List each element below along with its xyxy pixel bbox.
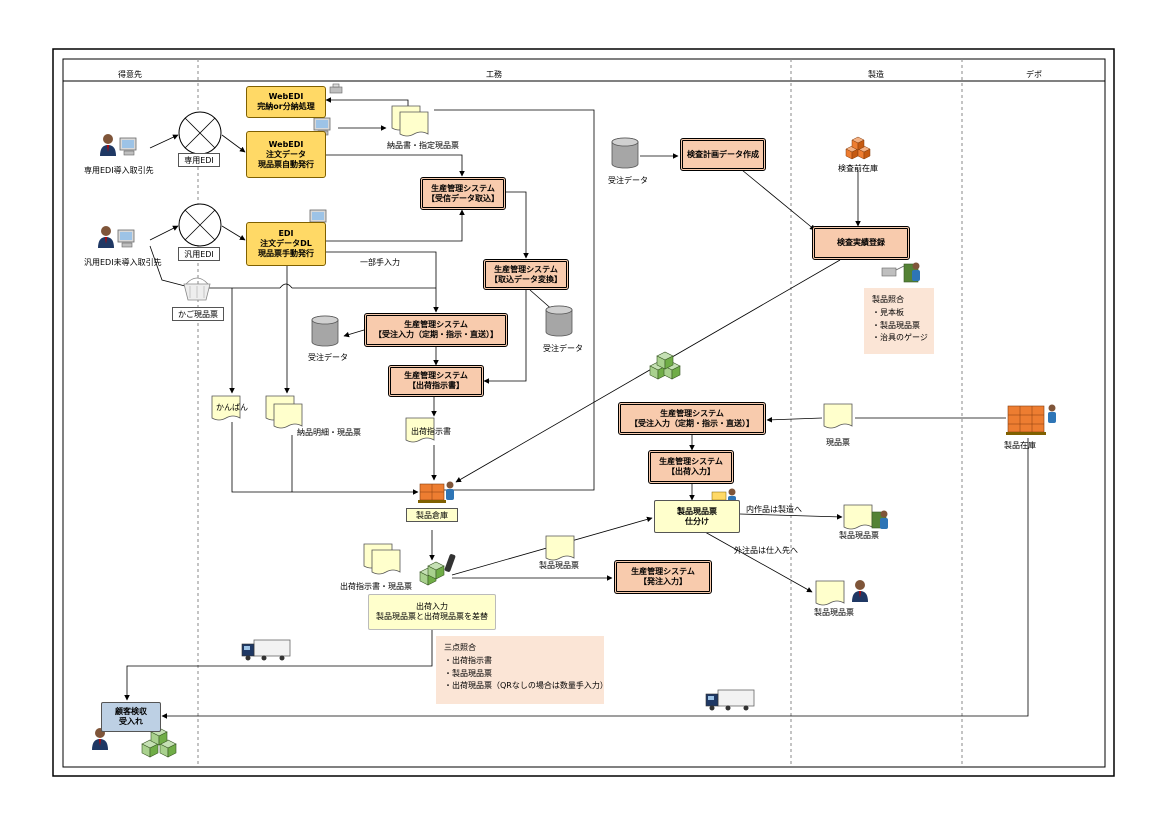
document-icon	[363, 543, 401, 575]
connectors	[124, 97, 1029, 719]
basket-icon	[183, 277, 211, 301]
document-icon	[545, 535, 575, 561]
person-pc-icon	[98, 226, 114, 248]
label-delivery-slip: 納品書・指定現品票	[387, 141, 459, 150]
database-icon	[545, 305, 573, 337]
label-inhouse: 内作品は製造へ	[746, 505, 802, 514]
tag-edi-generic: 汎用EDI	[178, 247, 220, 261]
pc-icon	[119, 137, 137, 156]
inspection-plan-box[interactable]: 検査計画データ作成	[680, 138, 766, 171]
depot-stock-label: 製品在庫	[1004, 441, 1036, 450]
customer-edi-generic: 汎用EDI未導入取引先	[84, 258, 162, 267]
tag-edi-dedicated: 専用EDI	[178, 153, 220, 167]
label-product-tag-4: 製品現品票	[814, 608, 854, 617]
truck-icon	[705, 689, 755, 711]
document-icon	[815, 580, 845, 606]
document-icon	[391, 105, 429, 137]
label-order-data-1: 受注データ	[608, 176, 648, 185]
worker-icon	[903, 262, 920, 283]
lane-title-customer: 得意先	[118, 70, 142, 79]
label-order-data-2: 受注データ	[308, 353, 348, 362]
prod-order-input-box[interactable]: 生産管理システム【受注入力（定期・指示・直送）】	[364, 313, 508, 347]
database-icon	[611, 137, 639, 169]
pallet-icon	[418, 483, 446, 503]
pallet-icon	[1006, 405, 1046, 435]
tag-basket-slip: かご現品票	[172, 307, 224, 321]
scanner-icon	[329, 83, 343, 94]
label-delivery-detail: 納品明細・現品票	[297, 428, 361, 437]
label-ship-docs: 出荷指示書・現品票	[340, 582, 412, 591]
prod-purchase-box[interactable]: 生産管理システム【発注入力】	[614, 560, 712, 594]
truck-icon	[241, 639, 291, 661]
customer-receive-box[interactable]: 顧客検収受入れ	[101, 702, 161, 732]
boxes-icon	[649, 351, 681, 380]
x-circle-icon	[178, 111, 222, 155]
label-product-tag-1: 現品票	[826, 438, 850, 447]
prod-depot-ship-box[interactable]: 生産管理システム【出荷入力】	[648, 450, 734, 484]
three-point-check-note: 三点照合 ・出荷指示書 ・製品現品票 ・出荷現品票（QRなしの場合は数量手入力）	[436, 636, 608, 704]
inspection-result-box[interactable]: 検査実績登録	[812, 226, 910, 260]
label-kanban: かんばん	[216, 403, 248, 412]
outer-frame	[52, 48, 1115, 777]
customer-edi-dedicated: 専用EDI導入取引先	[84, 166, 154, 175]
label-product-tag-2: 製品現品票	[539, 561, 579, 570]
x-circle-icon	[178, 203, 222, 247]
pc-icon	[117, 229, 135, 248]
document-icon	[265, 395, 303, 429]
prod-convert-box[interactable]: 生産管理システム【取込データ変換】	[483, 259, 569, 290]
document-icon	[843, 504, 873, 530]
lane-title-depot: デポ	[1026, 70, 1042, 79]
warehouse-label: 製品倉庫	[406, 508, 458, 522]
label-shipping-instruction: 出荷指示書	[411, 427, 451, 436]
shipping-input-box[interactable]: 出荷入力製品現品票と出荷現品票を差替	[368, 594, 496, 630]
prod-receive-box[interactable]: 生産管理システム【受信データ取込】	[420, 177, 506, 210]
label-outsource: 外注品は仕入先へ	[734, 546, 798, 555]
sort-box[interactable]: 製品現品票仕分け	[654, 500, 740, 533]
database-icon	[311, 315, 339, 347]
boxes-icon	[141, 727, 177, 758]
inner-frame	[62, 58, 1106, 768]
person-pc-icon	[100, 134, 116, 156]
label-order-data-3: 受注データ	[543, 344, 583, 353]
prod-depot-order-box[interactable]: 生産管理システム【受注入力（定期・指示・直送）】	[618, 402, 766, 435]
scanner-icon	[881, 265, 905, 277]
worker-icon	[446, 481, 454, 500]
prod-ship-instruction-box[interactable]: 生産管理システム【出荷指示書】	[388, 365, 484, 397]
worker-icon	[871, 510, 888, 529]
lane-title-engineering: 工務	[486, 70, 502, 79]
product-check-note: 製品照合 ・見本板 ・製品現品票 ・治具のゲージ	[864, 288, 934, 354]
boxes-icon	[419, 561, 445, 586]
scanner-icon	[444, 554, 456, 572]
pre-inspection-stock-label: 検査前在庫	[838, 164, 878, 173]
label-product-tag-3: 製品現品票	[839, 531, 879, 540]
label-manual-input: 一部手入力	[360, 258, 400, 267]
lane-title-manufacturing: 製造	[868, 70, 884, 79]
person-pc-icon	[852, 580, 868, 602]
document-icon	[823, 403, 853, 429]
worker-icon	[1048, 404, 1056, 423]
boxes-icon	[845, 136, 871, 160]
